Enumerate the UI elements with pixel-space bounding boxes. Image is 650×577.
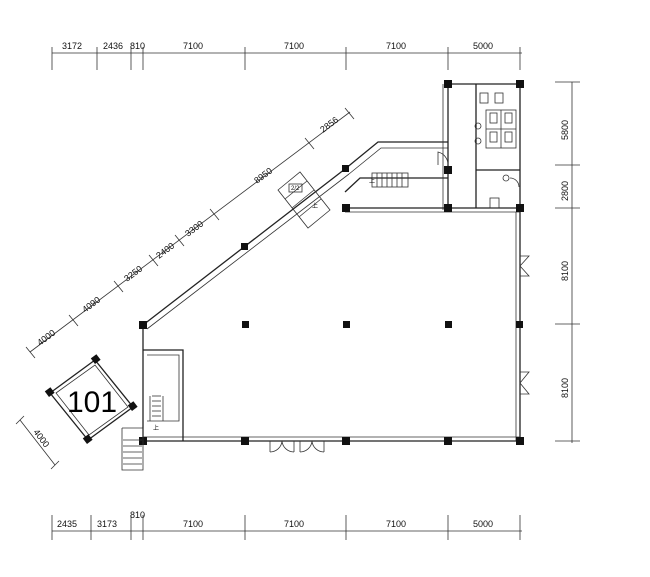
- exterior-stair: [121, 427, 144, 471]
- top-dimension-chain: 3172 2436 810 7100 7100 7100 5000: [51, 41, 522, 70]
- diag-dim-3: 3250: [122, 264, 144, 284]
- pavilion-101: 101 4000: [15, 354, 138, 470]
- diagonal-dimension-chain: 4000 4090 3250 2400 3300 8950 2856: [25, 107, 355, 359]
- west-stair: 上: [149, 395, 164, 432]
- doors: [269, 151, 530, 453]
- stairs: 上 2/2 上 上: [121, 171, 409, 471]
- diag-dim-5: 3300: [183, 219, 205, 239]
- right-dim-2: 2800: [560, 181, 570, 201]
- small-stair-tag: 2/2: [291, 186, 300, 192]
- right-dim-4: 8100: [560, 378, 570, 398]
- bottom-dim-7: 5000: [473, 519, 493, 529]
- bottom-dim-1: 2435: [57, 519, 77, 529]
- bottom-dim-3: 810: [130, 510, 145, 520]
- top-dim-3: 810: [130, 41, 145, 51]
- diag-dim-7: 2856: [318, 115, 340, 135]
- building-walls: [142, 83, 521, 442]
- corridor-stair: 上: [369, 172, 409, 188]
- right-dim-1: 5800: [560, 120, 570, 140]
- room-number-label: 101: [67, 386, 117, 419]
- diag-dim-4: 2400: [154, 241, 176, 261]
- top-dim-4: 7100: [183, 41, 203, 51]
- bottom-dim-5: 7100: [284, 519, 304, 529]
- bottom-dim-4: 7100: [183, 519, 203, 529]
- toilet-fixtures: [474, 92, 517, 209]
- diag-dim-6: 8950: [252, 166, 274, 186]
- stair-up-label-3: 上: [153, 424, 159, 432]
- bottom-dimension-chain: 2435 3173 810 7100 7100 7100 5000: [51, 510, 522, 540]
- structural-columns: [139, 80, 524, 445]
- right-dimension-chain: 5800 2800 8100 8100: [555, 81, 580, 443]
- top-dim-1: 3172: [62, 41, 82, 51]
- top-dim-2: 2436: [103, 41, 123, 51]
- top-dim-7: 5000: [473, 41, 493, 51]
- diag-dim-2: 4090: [80, 295, 102, 315]
- right-dim-3: 8100: [560, 261, 570, 281]
- bottom-dim-6: 7100: [386, 519, 406, 529]
- top-dim-5: 7100: [284, 41, 304, 51]
- diagonal-stair: 2/2 上: [277, 171, 331, 229]
- bottom-dim-2: 3173: [97, 519, 117, 529]
- top-dim-6: 7100: [386, 41, 406, 51]
- stair-up-label-1: 上: [369, 177, 375, 185]
- stair-up-label-2: 上: [312, 202, 318, 210]
- diag-dim-1: 4000: [35, 328, 57, 348]
